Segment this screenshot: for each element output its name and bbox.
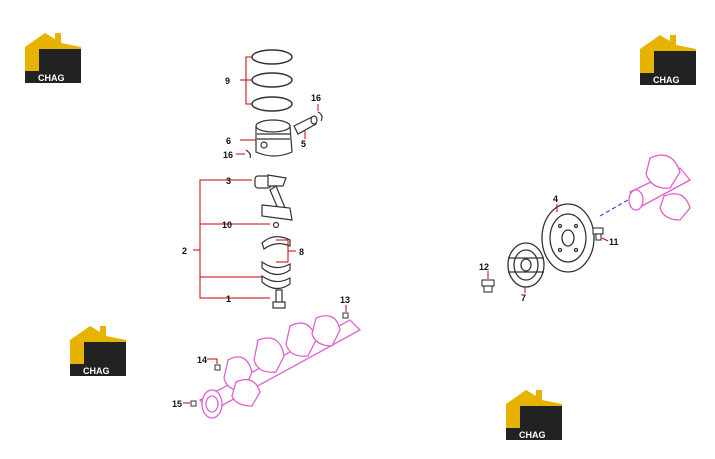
- leader-14: [207, 358, 218, 364]
- snap-ring-right: [317, 111, 323, 122]
- callout-14: 14: [197, 355, 207, 365]
- callout-6: 6: [226, 136, 231, 146]
- leader-11: [601, 237, 609, 242]
- callout-3: 3: [226, 176, 231, 186]
- callout-11: 11: [609, 237, 619, 247]
- gear-bolt-12: [481, 279, 495, 293]
- callout-7: 7: [521, 293, 526, 303]
- crank-pulley: [541, 203, 595, 273]
- pulley-bolt-11: [592, 227, 604, 241]
- logo-sub-text: CHAG: [38, 73, 65, 83]
- callout-1: 1: [226, 294, 231, 304]
- rod-bolt: [272, 289, 286, 309]
- logo-main-text: H3: [39, 52, 61, 71]
- brand-logo-top-left: H3 CHAG: [25, 33, 81, 83]
- brand-logo-top-right: H3 CHAG: [640, 35, 696, 85]
- callout-5: 5: [301, 139, 306, 149]
- bearing-shells: [261, 236, 291, 290]
- leader-9: [240, 56, 252, 105]
- piston-pin: [293, 115, 318, 135]
- logo-main-text: H3: [84, 345, 106, 364]
- brand-logo-bottom-right: H3 CHAG: [506, 390, 562, 440]
- alignment-dash: [599, 199, 629, 217]
- crankshaft: [198, 315, 362, 419]
- callout-9: 9: [225, 76, 230, 86]
- piston: [255, 119, 293, 157]
- plug-15: [190, 400, 197, 407]
- timing-gear: [507, 242, 545, 288]
- callout-10: 10: [222, 220, 232, 230]
- logo-sub-text: CHAG: [653, 75, 680, 85]
- callout-16-left: 16: [223, 150, 233, 160]
- callout-2: 2: [182, 246, 187, 256]
- plug-13: [342, 312, 349, 319]
- snap-ring-left: [245, 149, 252, 159]
- callout-16-right: 16: [311, 93, 321, 103]
- callout-13: 13: [340, 295, 350, 305]
- logo-sub-text: CHAG: [519, 430, 546, 440]
- logo-main-text: H3: [520, 409, 542, 428]
- brand-logo-mid-left: H3 CHAG: [70, 326, 126, 376]
- callout-15: 15: [172, 399, 182, 409]
- logo-main-text: H3: [654, 54, 676, 73]
- plug-14: [214, 364, 221, 371]
- crankshaft-end: [628, 154, 692, 221]
- callout-8: 8: [299, 247, 304, 257]
- connecting-rod: [254, 174, 293, 229]
- leader-2: [193, 179, 270, 299]
- logo-sub-text: CHAG: [83, 366, 110, 376]
- piston-rings: [251, 49, 293, 112]
- callout-4: 4: [553, 194, 558, 204]
- callout-12: 12: [479, 262, 489, 272]
- leader-8: [276, 239, 296, 263]
